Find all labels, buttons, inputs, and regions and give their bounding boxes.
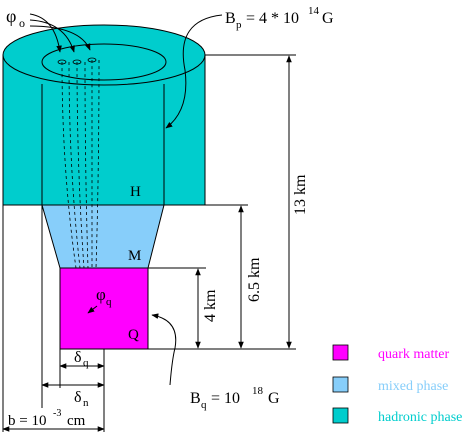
svg-text:18: 18 <box>252 385 264 397</box>
delta-n-label: δ <box>74 389 82 406</box>
label-m: M <box>128 248 141 264</box>
dim-6-5km: 6.5 km <box>246 257 263 302</box>
legend-swatch-quark <box>332 344 349 361</box>
legend-label-mixed: mixed phase <box>378 379 448 394</box>
bottom-dimensions <box>2 205 105 432</box>
inner-core-opening <box>41 43 167 81</box>
legend-label-hadronic: hadronic phase <box>378 410 462 425</box>
svg-text:n: n <box>83 397 89 409</box>
bp-label: B p = 4 * 10 14 G <box>225 5 334 31</box>
svg-text:-3: -3 <box>53 408 61 419</box>
legend: quark matter mixed phase hadronic phase <box>332 344 462 425</box>
svg-text:B: B <box>225 10 236 27</box>
svg-text:q: q <box>106 296 112 308</box>
flux-tubes <box>61 59 100 269</box>
svg-text:p: p <box>236 19 242 31</box>
label-h: H <box>130 184 141 200</box>
svg-text:= 4 * 10: = 4 * 10 <box>246 10 299 27</box>
quark-matter-region <box>59 267 149 350</box>
svg-text:= 10: = 10 <box>211 390 240 407</box>
svg-text:B: B <box>190 390 201 407</box>
svg-text:q: q <box>201 399 207 411</box>
dim-4km: 4 km <box>202 289 219 322</box>
dim-13km: 13 km <box>292 174 309 215</box>
dimension-lines <box>148 54 296 350</box>
legend-swatch-hadronic <box>332 407 349 424</box>
delta-q-label: δ <box>74 349 82 366</box>
label-q: Q <box>128 327 139 343</box>
svg-text:o: o <box>19 16 25 30</box>
legend-label-quark: quark matter <box>378 347 449 362</box>
svg-text:G: G <box>322 10 334 27</box>
bq-label: B q = 10 18 G <box>190 385 280 411</box>
b-label: b = 10 -3 cm <box>8 408 86 429</box>
svg-text:b = 10: b = 10 <box>8 413 46 429</box>
legend-swatch-mixed <box>332 376 349 393</box>
svg-text:G: G <box>268 390 280 407</box>
svg-text:cm: cm <box>67 413 86 429</box>
svg-text:14: 14 <box>308 5 320 17</box>
incoming-flux-arrows <box>29 13 91 53</box>
mixed-phase-region <box>41 204 165 269</box>
svg-text:q: q <box>83 357 89 369</box>
phi-q-label: φ <box>96 285 106 304</box>
bp-pointer <box>165 14 223 129</box>
bq-pointer <box>151 313 177 386</box>
phi-o-label: φ <box>6 6 16 26</box>
